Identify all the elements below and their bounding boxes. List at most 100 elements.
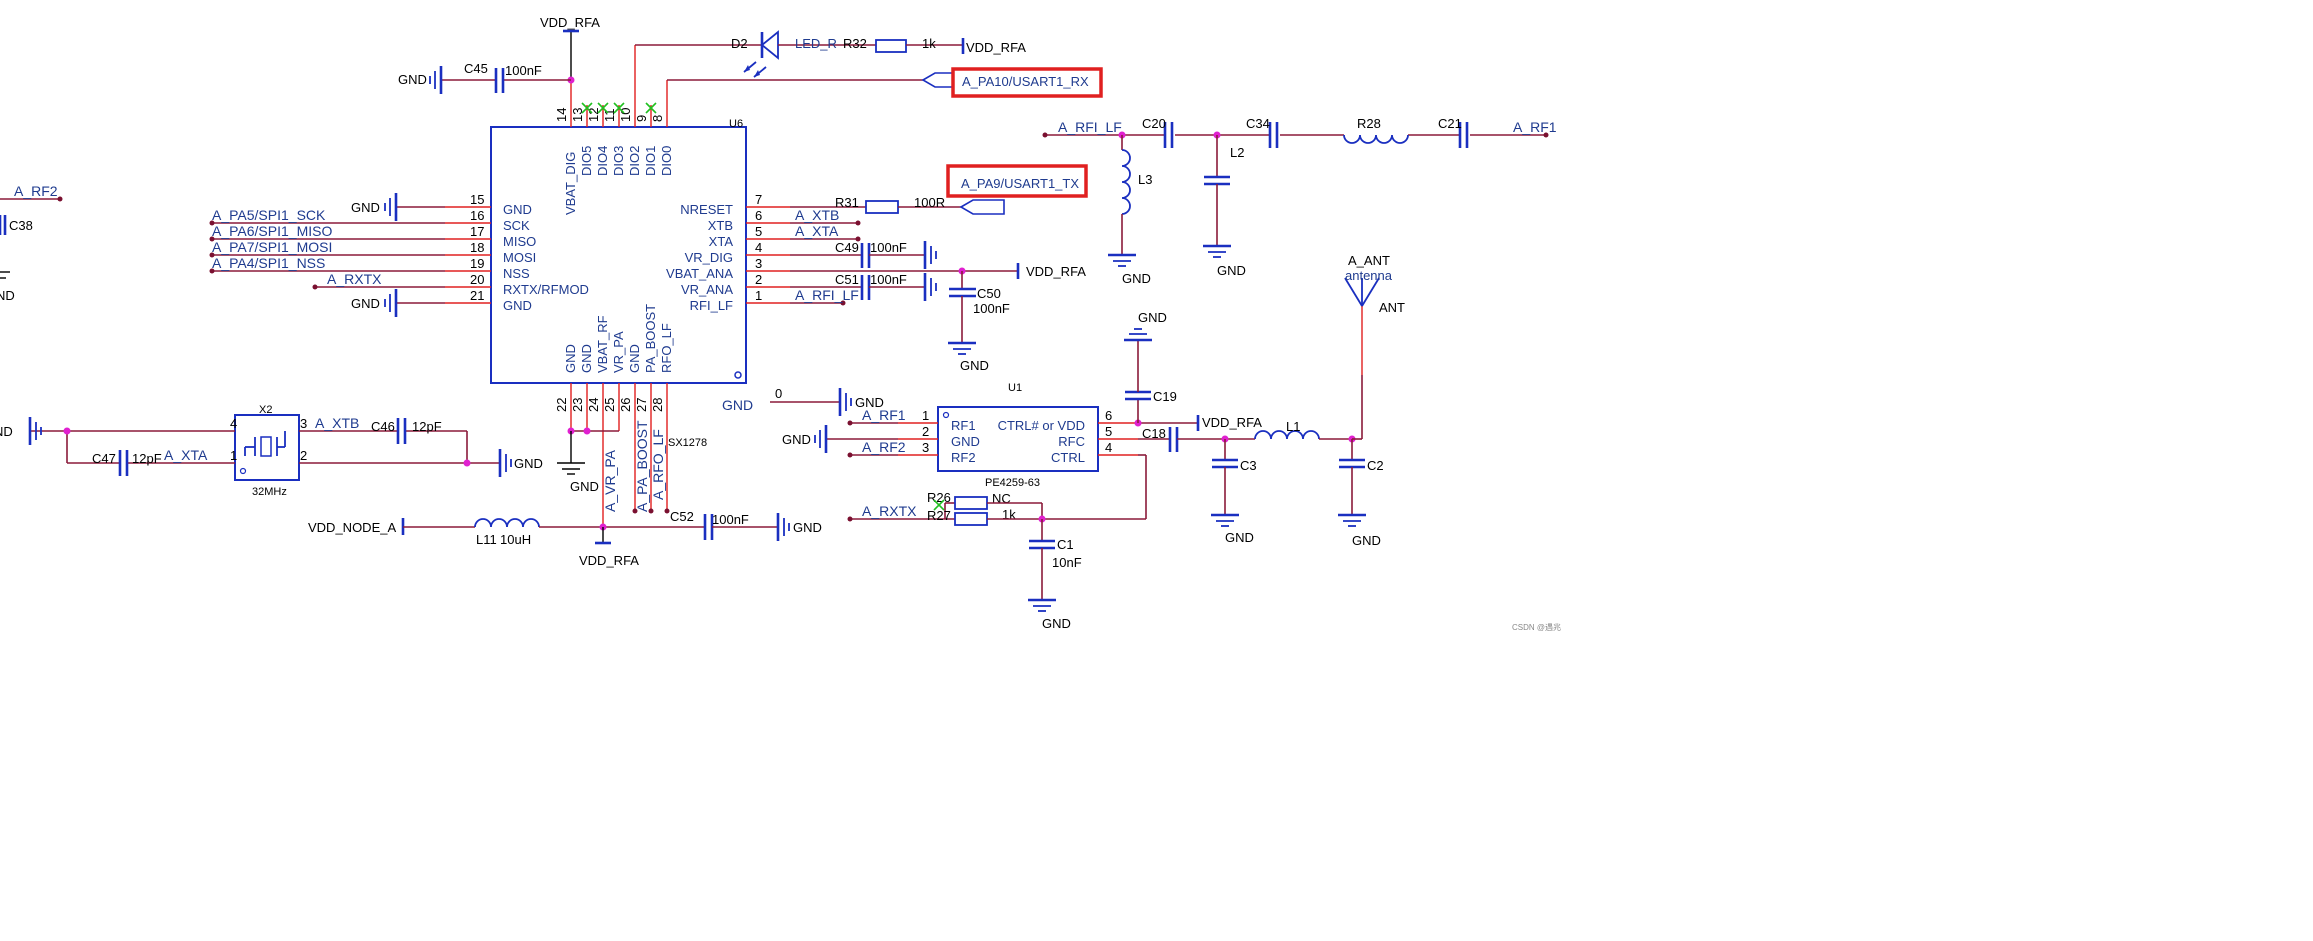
svg-text:VDD_RFA: VDD_RFA	[1026, 264, 1086, 279]
l11-inductor[interactable]: VDD_NODE_A L11 10uH VDD_RFA	[308, 518, 705, 568]
r31-resistor[interactable]: R31 100R	[790, 195, 1005, 215]
rx-highlight-box[interactable]: A_PA10/USART1_RX	[951, 67, 1103, 98]
u6-pin-name: GND	[627, 344, 642, 373]
u6-pin-num: 2	[755, 272, 762, 287]
u6-part: SX1278	[668, 437, 707, 449]
c20-capacitor[interactable]: C20	[1142, 116, 1174, 148]
antenna-icon[interactable]: A_ANT antenna ANT	[1344, 253, 1405, 440]
c2-capacitor[interactable]: C2 GND	[1338, 439, 1384, 548]
u6-pin-num: 7	[755, 192, 762, 207]
svg-text:5: 5	[1105, 424, 1112, 439]
tx-highlight-box[interactable]: A_PA9/USART1_TX	[946, 164, 1088, 198]
svg-text:100nF: 100nF	[505, 63, 542, 78]
svg-text:GND: GND	[570, 479, 599, 494]
svg-text:GND: GND	[514, 456, 543, 471]
x2-nets: A_XTB A_XTA	[30, 415, 500, 467]
svg-text:L2: L2	[1230, 145, 1244, 160]
rf-filter-net: A_RFI_LF A_RF1	[1042, 119, 1557, 139]
svg-text:VDD_NODE_A: VDD_NODE_A	[308, 520, 396, 535]
x2-crystal[interactable]: X2 32MHz 4 1 3 2	[230, 404, 307, 498]
u6-top-pins: 14 VBAT_DIG 13 DIO5 12 DIO4 11 DIO3 10 D…	[554, 108, 674, 215]
svg-text:R31: R31	[835, 195, 859, 210]
svg-text:C51: C51	[835, 272, 859, 287]
c19-capacitor[interactable]: C19 GND VDD_RFA	[1124, 310, 1262, 431]
r28-inductor[interactable]: R28	[1343, 116, 1409, 144]
zero-gnd-label: GND 0 GND	[722, 386, 884, 416]
svg-text:C1: C1	[1057, 537, 1074, 552]
u6-bottom-pin-lines	[570, 383, 668, 527]
svg-text:GND: GND	[722, 397, 753, 413]
u6-pin-name: SCK	[503, 218, 530, 233]
gnd-symbol-pin15: GND	[351, 193, 398, 221]
gnd-symbol-c45: GND	[398, 66, 443, 94]
l3-inductor[interactable]: L3 GND	[1108, 135, 1152, 286]
c50-capacitor[interactable]: C50 100nF GND	[948, 286, 1010, 373]
u6-pin-name: GND	[579, 344, 594, 373]
svg-text:A_XTB: A_XTB	[315, 415, 359, 431]
spi-nets	[209, 206, 445, 304]
svg-text:CTRL: CTRL	[1051, 450, 1085, 465]
svg-text:1: 1	[922, 408, 929, 423]
svg-text:VDD_RFA: VDD_RFA	[579, 553, 639, 568]
u6-right-pin-lines	[746, 206, 790, 304]
u6-pin-name: NSS	[503, 266, 530, 281]
svg-text:1: 1	[230, 448, 237, 463]
svg-text:10nF: 10nF	[1052, 555, 1082, 570]
c34-capacitor[interactable]: C34	[1246, 116, 1279, 148]
u6-pin-num: 27	[634, 398, 649, 412]
svg-text:C38: C38	[9, 218, 33, 233]
svg-text:A_RF2: A_RF2	[862, 439, 906, 455]
svg-text:D2: D2	[731, 36, 748, 51]
c18-capacitor[interactable]: C18	[1138, 426, 1255, 452]
u6-pin-num: 26	[618, 398, 633, 412]
u6-pin-num: 1	[755, 288, 762, 303]
u6-pin-name: XTB	[708, 218, 733, 233]
svg-text:100nF: 100nF	[712, 512, 749, 527]
svg-text:ANT: ANT	[1379, 300, 1405, 315]
svg-text:C21: C21	[1438, 116, 1462, 131]
svg-text:A_RFO_LF: A_RFO_LF	[650, 429, 666, 500]
r26-r27-resistors[interactable]: A_RXTX R26 R27 NC 1k	[847, 454, 1147, 526]
u6-pin-name: GND	[563, 344, 578, 373]
l1-inductor[interactable]: L1	[1254, 419, 1356, 443]
u6-pin-num: 23	[570, 398, 585, 412]
u6-pin-name: VR_ANA	[681, 282, 733, 297]
u6-pin-name: VR_PA	[611, 331, 626, 373]
watermark: CSDN @遇兆	[1512, 622, 1561, 632]
svg-text:100nF: 100nF	[973, 301, 1010, 316]
c3-capacitor[interactable]: C3 GND	[1211, 439, 1257, 545]
u6-pin-num: 20	[470, 272, 484, 287]
u6-pin-name: RXTX/RFMOD	[503, 282, 589, 297]
svg-text:100nF: 100nF	[870, 240, 907, 255]
svg-text:RF1: RF1	[951, 418, 976, 433]
c51-capacitor[interactable]: C51 100nF	[790, 272, 937, 301]
l2-capacitor[interactable]: L2 GND	[1203, 135, 1246, 278]
c45-capacitor[interactable]: C45 100nF	[441, 61, 542, 93]
u6-pin-num: 3	[755, 256, 762, 271]
u6-pin-num: 13	[570, 108, 585, 122]
u6-pin-num: 28	[650, 398, 665, 412]
led-d2[interactable]	[743, 30, 779, 78]
svg-text:4: 4	[1105, 440, 1112, 455]
svg-text:L11: L11	[476, 532, 497, 547]
u6-pin-name: PA_BOOST	[643, 304, 658, 373]
svg-text:VDD_RFA: VDD_RFA	[540, 15, 600, 30]
u1-pins: 1 RF1 2 GND 3 RF2 6 CTRL# or VDD 5 RFC 4…	[898, 408, 1138, 465]
c49-capacitor[interactable]: C49 100nF	[790, 240, 937, 269]
svg-text:RF2: RF2	[951, 450, 976, 465]
c52-capacitor[interactable]: C52 100nF GND	[670, 509, 822, 541]
right-nets: A_XTB A_XTA A_RFI_LF	[790, 207, 861, 306]
c47-capacitor[interactable]: C47 12pF	[92, 450, 162, 476]
u1-left-nets: A_RF1 A_RF2 GND	[782, 407, 906, 458]
svg-text:GND: GND	[1122, 271, 1151, 286]
r32-resistor[interactable]: LED_R R32 1k VDD_RFA	[778, 36, 1026, 55]
svg-text:VDD_RFA: VDD_RFA	[966, 40, 1026, 55]
c46-capacitor[interactable]: C46 12pF	[371, 418, 442, 444]
svg-text:GND: GND	[351, 296, 380, 311]
u6-pin-name: MISO	[503, 234, 536, 249]
net-label-miso: A_PA6/SPI1_MISO	[212, 223, 332, 239]
c21-capacitor[interactable]: C21	[1438, 116, 1469, 148]
svg-text:A_VR_PA: A_VR_PA	[602, 449, 618, 512]
c1-capacitor[interactable]: C1 10nF GND	[1028, 519, 1082, 631]
svg-text:C45: C45	[464, 61, 488, 76]
